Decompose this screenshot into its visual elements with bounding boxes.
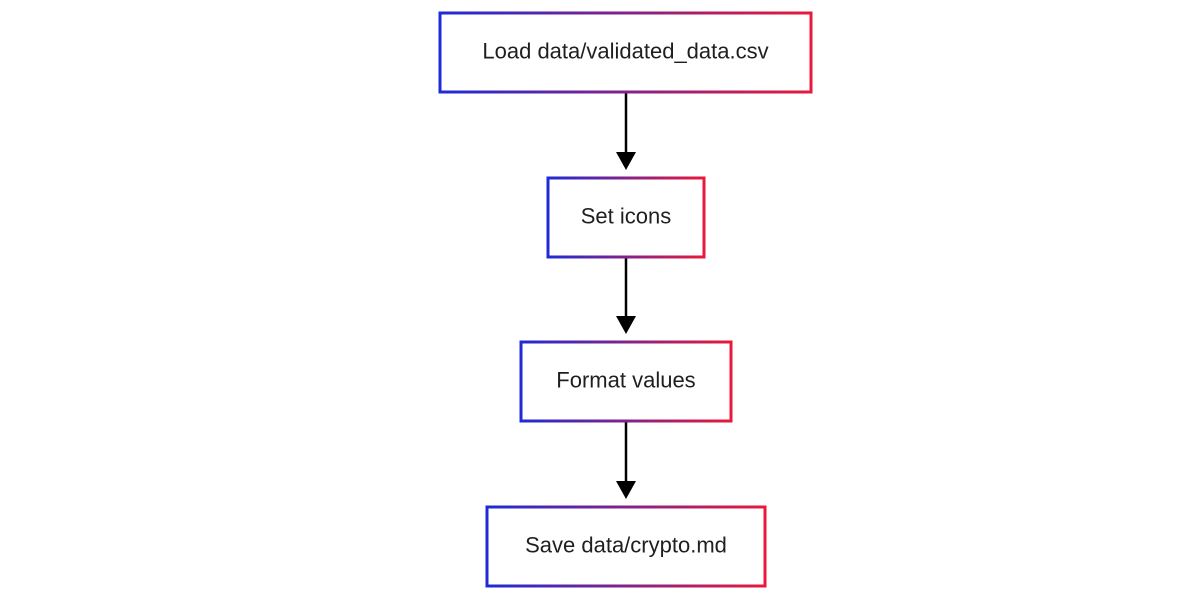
flow-node-load: Load data/validated_data.csv xyxy=(438,11,813,94)
flow-node-icons: Set icons xyxy=(546,176,706,259)
flow-node-format: Format values xyxy=(519,340,733,423)
node-box xyxy=(546,176,706,259)
node-label: Set icons xyxy=(581,203,672,228)
arrowhead-icon xyxy=(616,316,636,334)
node-box xyxy=(519,340,733,423)
arrowhead-icon xyxy=(616,152,636,170)
node-label: Format values xyxy=(556,367,695,392)
node-label: Save data/crypto.md xyxy=(525,532,727,557)
node-box xyxy=(485,505,767,588)
node-box xyxy=(438,11,813,94)
flow-edges xyxy=(616,92,636,499)
flow-node-save: Save data/crypto.md xyxy=(485,505,767,588)
node-label: Load data/validated_data.csv xyxy=(482,38,768,63)
arrowhead-icon xyxy=(616,481,636,499)
